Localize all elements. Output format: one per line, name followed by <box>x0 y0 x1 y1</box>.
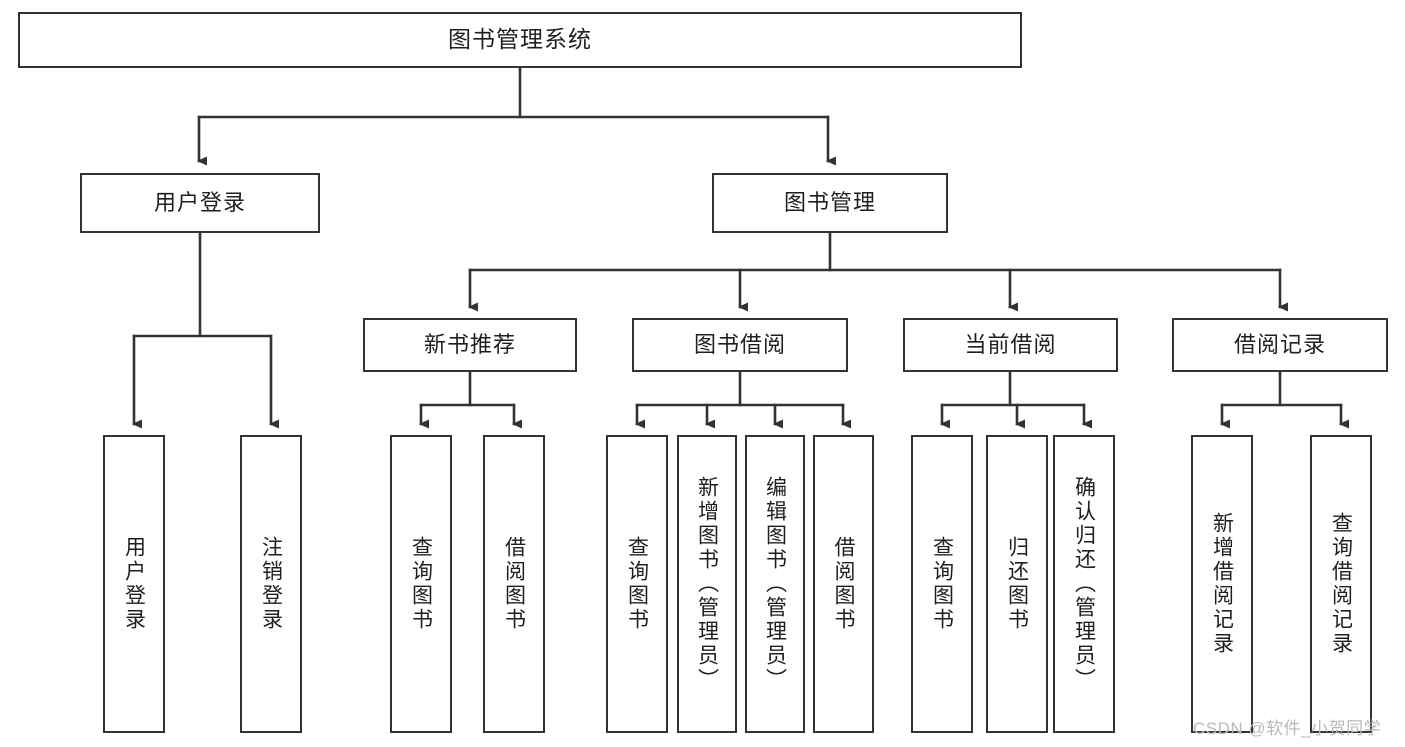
leaf-logout-label: 注销登录 <box>259 536 283 632</box>
node-current-borrow-label: 当前借阅 <box>964 331 1057 357</box>
node-borrow-record[interactable]: 借阅记录 <box>1172 318 1388 372</box>
leaf-add-book-admin-label: 新增图书（管理员） <box>695 476 719 692</box>
node-new-book-recommend-label: 新书推荐 <box>423 331 516 357</box>
leaf-query-borrow-record-label: 查询借阅记录 <box>1329 512 1353 656</box>
leaf-logout[interactable]: 注销登录 <box>240 435 302 733</box>
leaf-query-borrow-record[interactable]: 查询借阅记录 <box>1310 435 1372 733</box>
leaf-return-books[interactable]: 归还图书 <box>986 435 1048 733</box>
node-book-borrow[interactable]: 图书借阅 <box>632 318 848 372</box>
node-book-management[interactable]: 图书管理 <box>712 173 948 233</box>
leaf-query-books-2-label: 查询图书 <box>625 536 649 632</box>
node-user-login[interactable]: 用户登录 <box>80 173 320 233</box>
csdn-watermark: CSDN @软件_小贺同学 <box>1193 719 1382 738</box>
leaf-confirm-return-admin-label: 确认归还（管理员） <box>1072 476 1096 692</box>
leaf-user-login[interactable]: 用户登录 <box>103 435 165 733</box>
leaf-borrow-books-2[interactable]: 借阅图书 <box>813 435 874 733</box>
leaf-edit-book-admin-label: 编辑图书（管理员） <box>763 476 787 692</box>
node-new-book-recommend[interactable]: 新书推荐 <box>363 318 577 372</box>
leaf-add-borrow-record-label: 新增借阅记录 <box>1210 512 1234 656</box>
leaf-return-books-label: 归还图书 <box>1005 536 1029 632</box>
node-root[interactable]: 图书管理系统 <box>18 12 1022 68</box>
leaf-add-book-admin[interactable]: 新增图书（管理员） <box>677 435 737 733</box>
leaf-borrow-books-1[interactable]: 借阅图书 <box>483 435 545 733</box>
leaf-query-books-1-label: 查询图书 <box>409 536 433 632</box>
leaf-query-books-3[interactable]: 查询图书 <box>911 435 973 733</box>
leaf-query-books-3-label: 查询图书 <box>930 536 954 632</box>
node-borrow-record-label: 借阅记录 <box>1233 331 1326 357</box>
leaf-borrow-books-1-label: 借阅图书 <box>502 536 526 632</box>
leaf-edit-book-admin[interactable]: 编辑图书（管理员） <box>745 435 805 733</box>
node-root-label: 图书管理系统 <box>448 26 592 53</box>
leaf-confirm-return-admin[interactable]: 确认归还（管理员） <box>1053 435 1115 733</box>
node-user-login-label: 用户登录 <box>153 189 246 215</box>
leaf-query-books-2[interactable]: 查询图书 <box>606 435 668 733</box>
node-book-management-label: 图书管理 <box>783 189 876 215</box>
leaf-user-login-label: 用户登录 <box>122 536 146 632</box>
leaf-borrow-books-2-label: 借阅图书 <box>832 536 855 632</box>
node-book-borrow-label: 图书借阅 <box>693 331 786 357</box>
leaf-add-borrow-record[interactable]: 新增借阅记录 <box>1191 435 1253 733</box>
leaf-query-books-1[interactable]: 查询图书 <box>390 435 452 733</box>
node-current-borrow[interactable]: 当前借阅 <box>903 318 1118 372</box>
